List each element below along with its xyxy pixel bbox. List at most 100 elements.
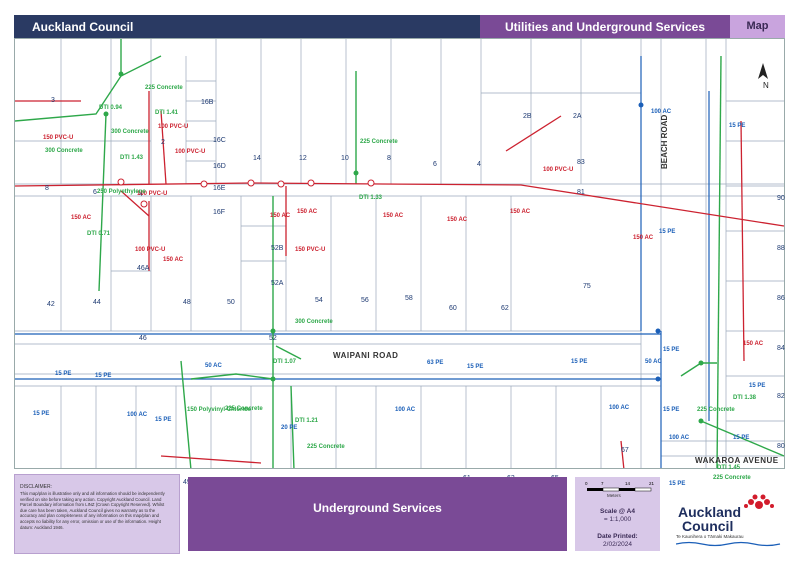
stormwater-lines bbox=[15, 56, 710, 468]
parcel-label: 46A bbox=[137, 265, 150, 272]
wastewater-pipe-label: 100 PVC-U bbox=[158, 124, 189, 130]
map-tab[interactable] bbox=[730, 15, 785, 38]
stormwater-pipe-label: 15 PE bbox=[659, 229, 676, 235]
parcel-label: 82 bbox=[777, 393, 785, 400]
wastewater-pipe-label: 150 AC bbox=[510, 209, 531, 215]
water-main-label: DTI 1.33 bbox=[359, 195, 383, 201]
road-wakaroa: WAKAROA AVENUE bbox=[695, 456, 779, 465]
scale-tick: 21 bbox=[649, 481, 655, 486]
water-main-label: DTI 0.94 bbox=[99, 105, 123, 111]
stormwater-pipe-label: 15 PE bbox=[729, 123, 746, 129]
map-svg bbox=[15, 39, 784, 468]
scale-tick: 0 bbox=[585, 481, 588, 486]
parcel-label: 52 bbox=[269, 335, 277, 342]
water-main-label: 300 Concrete bbox=[295, 319, 333, 325]
water-main-label: 225 Concrete bbox=[307, 444, 345, 450]
water-main-label: DTI 1.38 bbox=[733, 395, 757, 401]
stormwater-pipe-label: 15 PE bbox=[663, 407, 680, 413]
map-canvas[interactable]: N WAIPANI ROAD BEACH ROAD WAKAROA AVENUE… bbox=[14, 38, 785, 506]
parcel-label: 2B bbox=[523, 113, 532, 120]
water-main-label: 225 Concrete bbox=[225, 406, 263, 412]
wastewater-pipe-label: 100 PVC-U bbox=[137, 191, 168, 197]
parcel-label: 10 bbox=[341, 155, 349, 162]
water-main-label: DTI 1.07 bbox=[273, 359, 297, 365]
wastewater-pipe-label: 100 PVC-U bbox=[175, 149, 206, 155]
water-main-label: 300 Concrete bbox=[111, 129, 149, 135]
north-label: N bbox=[763, 81, 769, 90]
parcel-label: 50 bbox=[227, 299, 235, 306]
wastewater-pipe-label: 100 PVC-U bbox=[543, 167, 574, 173]
parcel-label: 80 bbox=[777, 443, 785, 450]
parcel-label: 67 bbox=[621, 447, 629, 454]
wastewater-pipe-label: 150 AC bbox=[447, 217, 468, 223]
disclaimer-title: DISCLAIMER: bbox=[20, 484, 52, 490]
stormwater-pipe-label: 15 PE bbox=[55, 371, 72, 377]
map-title: Utilities and Underground Services bbox=[504, 20, 706, 34]
stormwater-pipe-label: 100 AC bbox=[669, 435, 690, 441]
scale-tick: 7 bbox=[601, 481, 604, 486]
parcel-label: 60 bbox=[449, 305, 457, 312]
water-main-label: DTI 1.43 bbox=[120, 155, 144, 161]
scale-label: Scale @ A4 bbox=[599, 508, 635, 515]
wastewater-pipe-label: 150 AC bbox=[270, 213, 291, 219]
water-main-label: DTI 1.21 bbox=[295, 418, 319, 424]
date-printed-label: Date Printed: bbox=[597, 533, 638, 540]
meters-label: Meters bbox=[607, 493, 621, 498]
stormwater-pipe-label: 100 AC bbox=[609, 405, 630, 411]
stormwater-pipe-label: 50 AC bbox=[645, 359, 662, 365]
water-main-label: 250 Polyethylene bbox=[97, 189, 146, 195]
manholes bbox=[117, 178, 375, 208]
parcel-label: 4 bbox=[477, 161, 481, 168]
stormwater-pipe-label: 15 PE bbox=[33, 411, 50, 417]
footer-title-panel bbox=[188, 477, 567, 551]
parcel-label: 8 bbox=[45, 185, 49, 192]
parcel-label: 16D bbox=[213, 163, 226, 170]
council-logo-icon bbox=[744, 494, 774, 509]
stormwater-pipe-label: 15 PE bbox=[571, 359, 588, 365]
wastewater-pipe-label: 150 PVC-U bbox=[43, 135, 74, 141]
parcel-label: 4 bbox=[139, 191, 143, 198]
water-main-label: 225 Concrete bbox=[145, 85, 183, 91]
parcel-label: 84 bbox=[777, 345, 785, 352]
scale-value: = 1:1,000 bbox=[603, 516, 632, 523]
water-main-label: DTI 0.71 bbox=[87, 231, 111, 237]
parcel-boundaries bbox=[15, 39, 784, 468]
parcel-label: 16B bbox=[201, 99, 214, 106]
parcel-label: 81 bbox=[577, 189, 585, 196]
logo-wave-icon bbox=[676, 541, 781, 547]
road-beach: BEACH ROAD bbox=[660, 114, 669, 169]
wastewater-pipe-label: 150 AC bbox=[297, 209, 318, 215]
parcel-label: 86 bbox=[777, 295, 785, 302]
water-main-label: 225 Concrete bbox=[360, 139, 398, 145]
wastewater-pipe-label: 150 AC bbox=[743, 341, 764, 347]
north-arrow-icon bbox=[758, 63, 768, 79]
parcel-label: 58 bbox=[405, 295, 413, 302]
logo-line-2: Council bbox=[682, 518, 734, 534]
parcel-label: 16C bbox=[213, 137, 226, 144]
disclaimer-text: This map/plan is illustrative only and a… bbox=[20, 491, 165, 530]
wastewater-pipe-label: 150 AC bbox=[633, 235, 654, 241]
water-mains bbox=[15, 39, 784, 468]
wastewater-pipe-label: 150 AC bbox=[71, 215, 92, 221]
parcel-label: 62 bbox=[501, 305, 509, 312]
road-waipani: WAIPANI ROAD bbox=[333, 351, 399, 360]
water-main-label: 225 Concrete bbox=[697, 407, 735, 413]
parcel-label: 3 bbox=[51, 97, 55, 104]
wastewater-pipe-label: 100 PVC-U bbox=[135, 247, 166, 253]
brand-name: Auckland Council bbox=[32, 20, 134, 34]
logo-line-1: Auckland bbox=[678, 504, 742, 520]
water-main-label: 225 Concrete bbox=[713, 475, 751, 481]
water-fittings bbox=[103, 71, 704, 424]
parcel-label: 49 bbox=[183, 479, 191, 486]
parcel-label: 14 bbox=[253, 155, 261, 162]
parcel-label: 83 bbox=[577, 159, 585, 166]
parcel-label: 46 bbox=[139, 335, 147, 342]
footer-title: Underground Services bbox=[313, 501, 442, 515]
disclaimer-panel bbox=[14, 474, 180, 554]
parcel-label: 6 bbox=[93, 189, 97, 196]
parcel-label: 52A bbox=[271, 280, 284, 287]
wastewater-lines bbox=[15, 91, 784, 468]
wastewater-pipe-label: 150 AC bbox=[383, 213, 404, 219]
stormwater-pipe-label: 100 AC bbox=[395, 407, 416, 413]
water-main-label: DTI 1.45 bbox=[717, 465, 741, 471]
